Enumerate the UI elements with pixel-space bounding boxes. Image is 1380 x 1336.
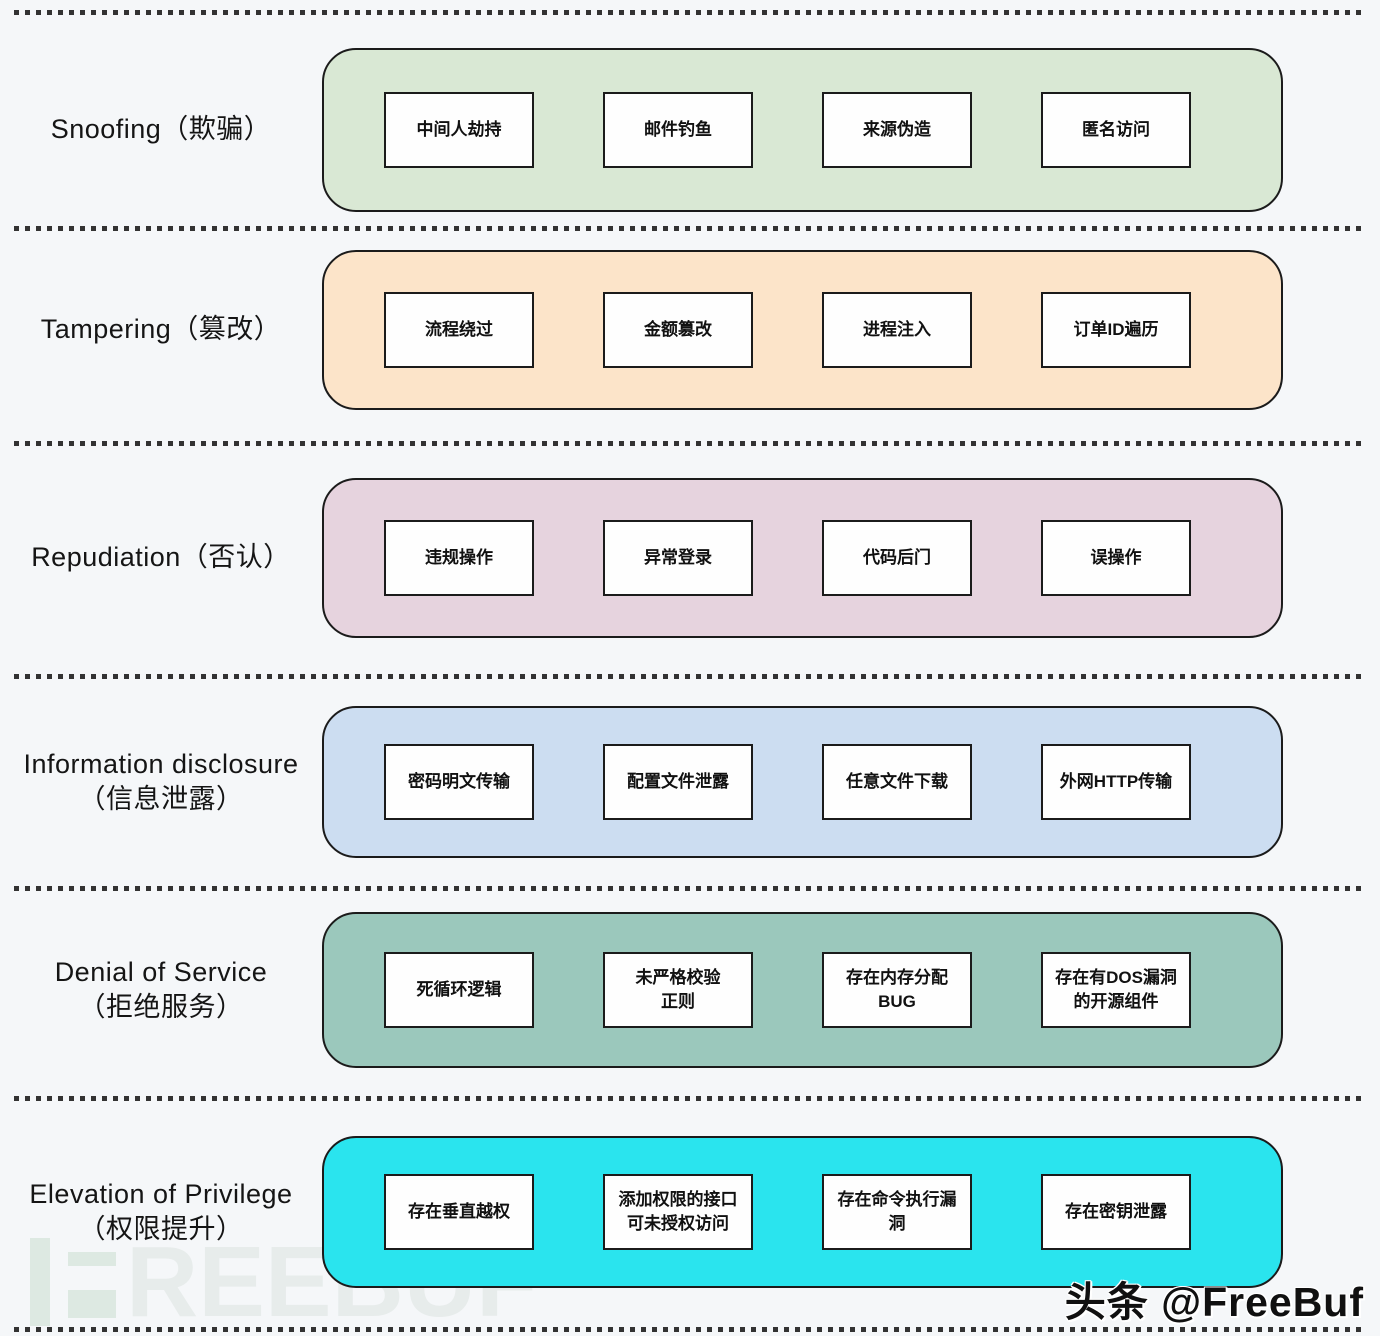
- threat-box: 存在垂直越权: [384, 1174, 534, 1250]
- row-label-spoofing: Snoofing（欺骗）: [50, 114, 272, 145]
- separator-line: [14, 10, 1364, 15]
- threat-box: 违规操作: [384, 520, 534, 596]
- separator-line: [14, 1096, 1364, 1101]
- band-repudiation: 违规操作 异常登录 代码后门 误操作: [322, 478, 1283, 638]
- row-label-elevation-of-privilege: Elevation of Privilege （权限提升）: [29, 1178, 293, 1244]
- threat-box: 来源伪造: [822, 92, 972, 168]
- band-information-disclosure: 密码明文传输 配置文件泄露 任意文件下载 外网HTTP传输: [322, 706, 1283, 858]
- separator-line: [14, 441, 1364, 446]
- threat-box: 添加权限的接口 可未授权访问: [603, 1174, 753, 1250]
- threat-box: 匿名访问: [1041, 92, 1191, 168]
- watermark-logo-bar: [30, 1238, 50, 1326]
- stride-row-repudiation: Repudiation（否认） 违规操作 异常登录 代码后门 误操作: [0, 478, 1380, 638]
- band-denial-of-service: 死循环逻辑 未严格校验 正则 存在内存分配 BUG 存在有DOS漏洞 的开源组件: [322, 912, 1283, 1068]
- stride-row-denial-of-service: Denial of Service （拒绝服务） 死循环逻辑 未严格校验 正则 …: [0, 912, 1380, 1068]
- threat-box: 存在密钥泄露: [1041, 1174, 1191, 1250]
- threat-box: 存在命令执行漏 洞: [822, 1174, 972, 1250]
- threat-box: 中间人劫持: [384, 92, 534, 168]
- row-label-information-disclosure: Information disclosure （信息泄露）: [23, 748, 299, 814]
- threat-box: 异常登录: [603, 520, 753, 596]
- threat-box: 配置文件泄露: [603, 744, 753, 820]
- row-label-repudiation: Repudiation（否认）: [31, 542, 291, 573]
- stride-row-information-disclosure: Information disclosure （信息泄露） 密码明文传输 配置文…: [0, 706, 1380, 858]
- threat-box: 邮件钓鱼: [603, 92, 753, 168]
- threat-box: 外网HTTP传输: [1041, 744, 1191, 820]
- separator-line: [14, 1327, 1364, 1332]
- band-tampering: 流程绕过 金额篡改 进程注入 订单ID遍历: [322, 250, 1283, 410]
- threat-box: 订单ID遍历: [1041, 292, 1191, 368]
- threat-box: 代码后门: [822, 520, 972, 596]
- row-label-tampering: Tampering（篡改）: [40, 314, 282, 345]
- band-elevation-of-privilege: 存在垂直越权 添加权限的接口 可未授权访问 存在命令执行漏 洞 存在密钥泄露: [322, 1136, 1283, 1288]
- threat-box: 死循环逻辑: [384, 952, 534, 1028]
- band-spoofing: 中间人劫持 邮件钓鱼 来源伪造 匿名访问: [322, 48, 1283, 212]
- threat-box: 进程注入: [822, 292, 972, 368]
- separator-line: [14, 226, 1364, 231]
- stride-row-elevation-of-privilege: Elevation of Privilege （权限提升） 存在垂直越权 添加权…: [0, 1136, 1380, 1288]
- stride-row-spoofing: Snoofing（欺骗） 中间人劫持 邮件钓鱼 来源伪造 匿名访问: [0, 48, 1380, 212]
- row-label-denial-of-service: Denial of Service （拒绝服务）: [54, 956, 268, 1022]
- threat-box: 误操作: [1041, 520, 1191, 596]
- separator-line: [14, 886, 1364, 891]
- threat-box: 金额篡改: [603, 292, 753, 368]
- threat-box: 存在内存分配 BUG: [822, 952, 972, 1028]
- separator-line: [14, 674, 1364, 679]
- threat-box: 流程绕过: [384, 292, 534, 368]
- threat-box: 任意文件下载: [822, 744, 972, 820]
- watermark-logo-mark: [68, 1238, 116, 1318]
- threat-box: 存在有DOS漏洞 的开源组件: [1041, 952, 1191, 1028]
- stride-row-tampering: Tampering（篡改） 流程绕过 金额篡改 进程注入 订单ID遍历: [0, 250, 1380, 410]
- credit-text: 头条 @FreeBuf: [1064, 1279, 1364, 1325]
- threat-box: 密码明文传输: [384, 744, 534, 820]
- threat-box: 未严格校验 正则: [603, 952, 753, 1028]
